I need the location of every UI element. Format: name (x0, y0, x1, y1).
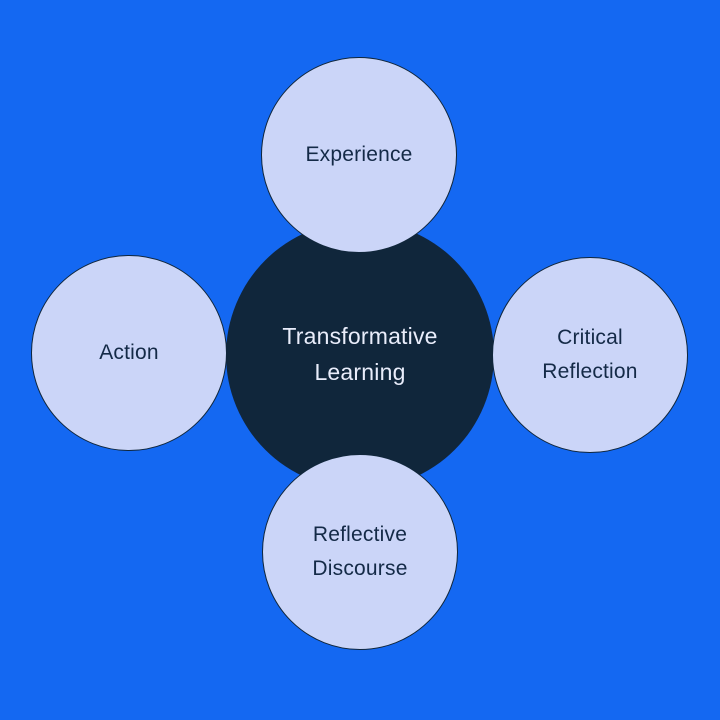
center-node-transformative-learning: Transformative Learning (226, 221, 494, 489)
node-critical-reflection-label: Critical Reflection (542, 326, 638, 383)
center-node-label: Transformative Learning (282, 323, 438, 385)
node-reflective-discourse: Reflective Discourse (262, 454, 458, 650)
node-action-label: Action (99, 341, 159, 365)
node-reflective-discourse-label: Reflective Discourse (312, 523, 408, 580)
node-critical-reflection: Critical Reflection (492, 257, 688, 453)
node-experience-label: Experience (305, 143, 413, 167)
node-experience: Experience (261, 57, 457, 253)
node-action: Action (31, 255, 227, 451)
